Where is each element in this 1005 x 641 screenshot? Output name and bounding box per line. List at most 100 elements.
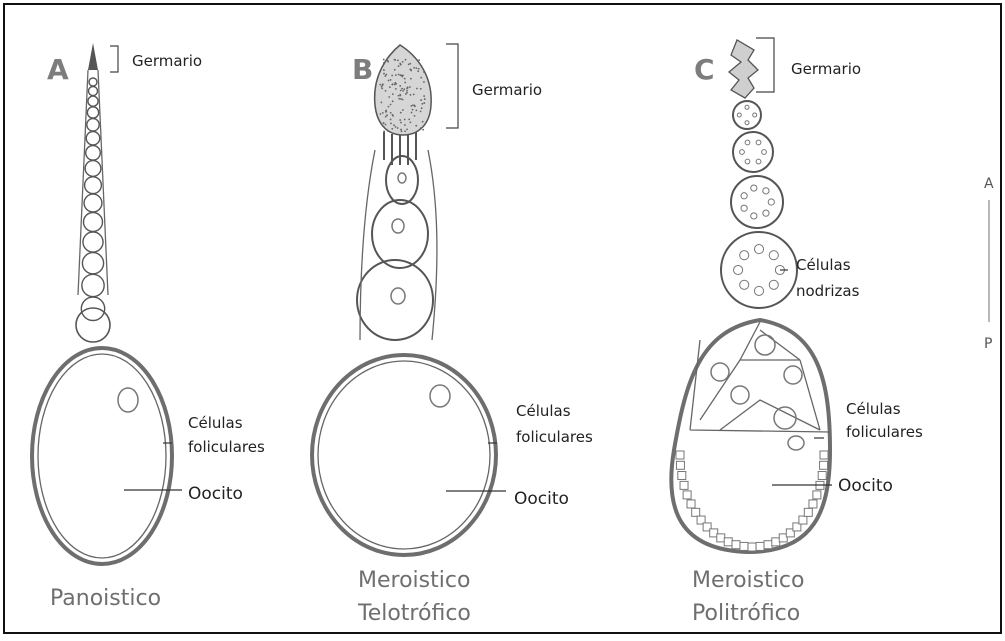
panel-b-germarium-dot: [415, 125, 417, 127]
panel-b-germarium-dot: [394, 59, 396, 61]
panel-c-follicle-cell: [813, 491, 821, 499]
panel-c-follicle-cell: [676, 461, 684, 469]
panel-b-germarium-dot: [379, 84, 381, 86]
panel-c-follicle-label-1: Células: [846, 400, 901, 418]
panel-b-germarium-dot: [390, 112, 392, 114]
panel-b-germarium-dot: [400, 98, 402, 100]
panel-b-germarium-dot: [407, 86, 409, 88]
panel-b-germarium-dot: [423, 81, 425, 83]
panel-b-germarium-dot: [387, 57, 389, 59]
panel-b-germarium-dot: [393, 124, 395, 126]
panel-b-germarium-dot: [399, 63, 401, 65]
panel-c-follicle-cell: [687, 500, 695, 508]
panel-c-follicle-cell: [804, 508, 812, 516]
panel-b-germarium-dot: [423, 102, 425, 104]
panel-b-germarium-dot: [420, 127, 422, 129]
panel-b-germarium-dot: [390, 79, 392, 81]
panel-b-follicle-label-2: foliculares: [516, 428, 593, 446]
panel-b-germarium-dot: [410, 70, 412, 72]
panel-b-germarium-dot: [383, 62, 385, 64]
panel-b-germarium-dot: [404, 78, 406, 80]
panel-b-germarium-dot: [422, 121, 424, 123]
panel-b-germarium-dot: [412, 104, 414, 106]
panel-b-germarium-dot: [395, 74, 397, 76]
panel-c-follicle-cell: [678, 471, 686, 479]
panel-b-germarium-dot: [413, 94, 415, 96]
panel-c-follicle-cell: [724, 538, 732, 546]
panel-b-germarium-dot: [402, 99, 404, 101]
panel-b-germarium-dot: [383, 59, 385, 61]
panel-a-germarium-label: Germario: [132, 52, 202, 70]
panel-c-follicle-cell: [818, 471, 826, 479]
panel-c-follicle-label-2: foliculares: [846, 423, 923, 441]
panel-b-germarium-dot: [383, 122, 385, 124]
panel-c-germarium-label: Germario: [791, 60, 861, 78]
panel-b-germarium-dot: [405, 59, 407, 61]
panel-b-germarium-dot: [383, 130, 385, 132]
panel-b-oocyte-label: Oocito: [514, 489, 569, 509]
panel-c-follicle-cell: [809, 500, 817, 508]
panel-c-follicle-cell: [772, 538, 780, 546]
panel-b-germarium-dot: [389, 86, 391, 88]
panel-b-germarium-dot: [421, 107, 423, 109]
panel-b-germarium-dot: [397, 127, 399, 129]
panel-b-germarium-dot: [402, 109, 404, 111]
panel-b-germarium-dot: [391, 75, 393, 77]
panel-a-follicle-label-1: Células: [188, 414, 243, 432]
panel-b-germarium-dot: [408, 118, 410, 120]
panel-b-germarium-dot: [412, 109, 414, 111]
panel-b-germarium-dot: [415, 109, 417, 111]
panel-c-follicle-cell: [692, 508, 700, 516]
panel-b-germarium-dot: [385, 74, 387, 76]
panel-c-oocyte-label: Oocito: [838, 476, 893, 496]
panel-b-germarium-dot: [406, 128, 408, 130]
panel-b-germarium-dot: [420, 88, 422, 90]
panel-b-germarium-dot: [410, 94, 412, 96]
panel-b-germarium-dot: [401, 88, 403, 90]
panel-c-follicle-cell: [683, 491, 691, 499]
panel-b-germarium-dot: [424, 98, 426, 100]
panel-b-germarium-dot: [387, 130, 389, 132]
panel-b-germarium-dot: [388, 106, 390, 108]
panel-b-germarium-dot: [381, 88, 383, 90]
panel-b-germarium-dot: [403, 88, 405, 90]
panel-b-germarium-dot: [392, 93, 394, 95]
panel-b-germarium-dot: [386, 114, 388, 116]
panel-b-germarium-dot: [385, 124, 387, 126]
panel-c-follicle-cell: [732, 541, 740, 549]
panel-b-germarium-label: Germario: [472, 81, 542, 99]
panel-b-germarium-dot: [392, 114, 394, 116]
panel-b-germarium-dot: [418, 68, 420, 70]
panel-a-letter: A: [47, 53, 69, 86]
panel-b-germarium-dot: [401, 130, 403, 132]
panel-b-germarium-dot: [409, 86, 411, 88]
panel-b-germarium-dot: [390, 104, 392, 106]
panel-b-germarium-dot: [379, 113, 381, 115]
panel-b-germarium-dot: [392, 83, 394, 85]
panel-b-germarium-dot: [400, 122, 402, 124]
axis-anterior-label: A: [984, 176, 994, 192]
panel-c-follicle-cell: [756, 542, 764, 550]
panel-b-germarium-dot: [404, 124, 406, 126]
panel-a-oocyte-label: Oocito: [188, 484, 243, 504]
panel-b-germarium-dot: [385, 90, 387, 92]
panel-a-title: Panoistico: [50, 586, 161, 611]
panel-c-follicle-cell: [680, 481, 688, 489]
panel-b-germarium-dot: [423, 95, 425, 97]
panel-c-follicle-cell: [820, 461, 828, 469]
panel-b-germarium-dot: [388, 80, 390, 82]
panel-c-follicle-cell: [764, 541, 772, 549]
panel-b-germarium-dot: [401, 76, 403, 78]
panel-b-germarium-dot: [382, 112, 384, 114]
panel-b-germarium-dot: [380, 102, 382, 104]
panel-b-letter: B: [352, 53, 373, 86]
panel-b-germarium-dot: [410, 78, 412, 80]
panel-b-germarium-dot: [404, 82, 406, 84]
panel-b-germarium-dot: [409, 121, 411, 123]
panel-b-germarium-dot: [411, 112, 413, 114]
panel-b-germarium-dot: [399, 119, 401, 121]
panel-b-germarium-dot: [420, 77, 422, 79]
panel-b-germarium-dot: [400, 90, 402, 92]
